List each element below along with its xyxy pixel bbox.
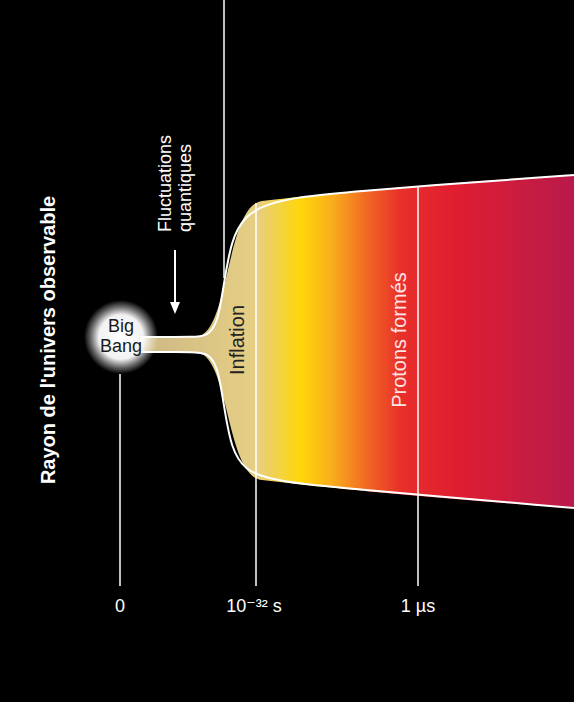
universe-band-fill xyxy=(140,175,574,508)
band-outline xyxy=(140,170,574,515)
time-tick: 1 µs xyxy=(401,597,435,617)
phase-label: Inflation xyxy=(226,305,248,375)
callout-label: Fluctuations quantiques xyxy=(156,120,196,232)
axis-title: Rayon de l'univers observable xyxy=(37,196,59,484)
band-edge-top xyxy=(140,175,574,337)
fluctuation-arrow-shaft xyxy=(174,250,176,304)
time-line-zero xyxy=(119,374,121,586)
fluctuation-arrow-head xyxy=(170,302,180,314)
time-line-inflation-end xyxy=(255,203,257,586)
event-label: Protons formés xyxy=(388,272,410,408)
time-line-protons xyxy=(417,187,419,586)
band-edge-bottom xyxy=(140,352,574,508)
fluctuation-line xyxy=(223,0,225,278)
node-label: Big Bang xyxy=(95,317,147,357)
time-tick: 0 xyxy=(115,597,125,617)
time-tick: 10⁻³² s xyxy=(226,597,282,617)
big-bang-circle: Big Bang xyxy=(84,300,158,374)
universe-band: Inflation Protons formés xyxy=(140,170,574,515)
